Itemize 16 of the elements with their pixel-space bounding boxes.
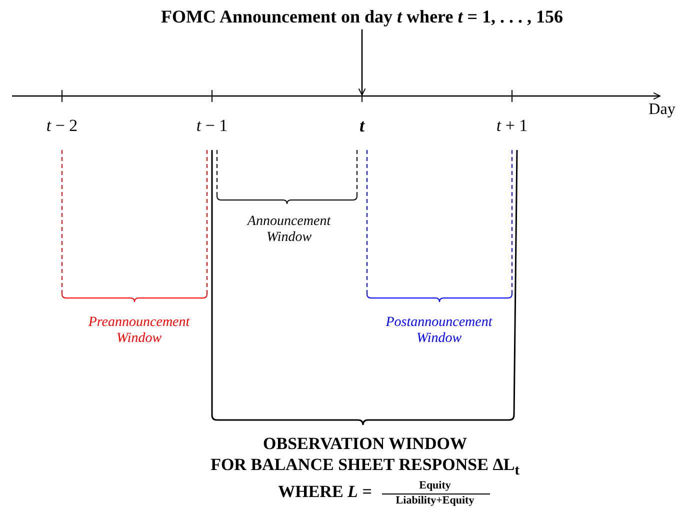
tick-label: t [360,116,364,136]
tick-label: t + 1 [496,116,528,136]
window-label: WHERE L = [278,482,372,502]
window-label: Preannouncement Window [87,314,191,348]
axis-label: Day [648,100,676,120]
tick-label: t − 2 [46,116,78,136]
window-label: FOR BALANCE SHEET RESPONSE ΔL$_{t}$ [210,455,520,479]
window-label: Postannouncement Window [384,314,494,348]
tick-label: t − 1 [196,116,228,136]
window-label: OBSERVATION WINDOW [263,434,467,454]
window-label: Announcement Window [246,214,332,246]
arrow [358,29,366,96]
fraction-denominator: Liability+Equity [396,494,474,508]
time-axis [12,90,660,102]
heading-text: FOMC Announcement on day t where t = 1, . . . , 156 [161,6,563,28]
fraction-numerator: Equity [419,480,451,492]
